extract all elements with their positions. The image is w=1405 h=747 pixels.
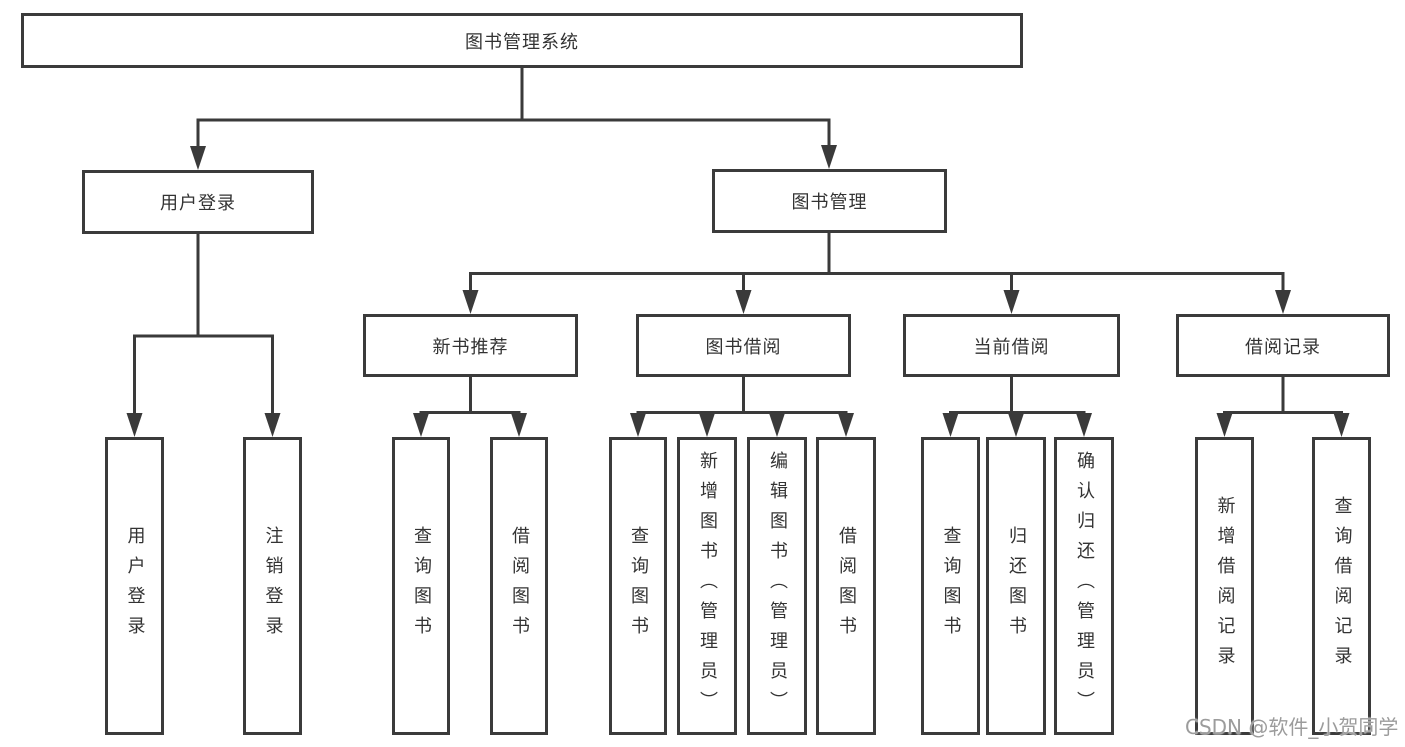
node-label: 用户登录: [124, 526, 146, 646]
node-label: 确认归还（管理员）: [1074, 451, 1095, 721]
node-label: 借阅记录: [1245, 336, 1321, 358]
node-borrowing-records: 借阅记录: [1176, 314, 1390, 377]
node-query-borrow-record: 查询借阅记录: [1312, 437, 1371, 735]
arrow-down-icon: [413, 413, 429, 437]
arrow-down-icon: [1333, 413, 1350, 437]
node-logout: 注销登录: [243, 437, 302, 735]
node-return-book: 归还图书: [986, 437, 1046, 735]
arrow-down-icon: [821, 145, 837, 169]
arrow-down-icon: [1008, 413, 1024, 437]
node-label: 借阅图书: [509, 526, 530, 646]
node-query-books-current: 查询图书: [921, 437, 980, 735]
node-edit-book-admin: 编辑图书（管理员）: [747, 437, 807, 735]
node-book-borrowing: 图书借阅: [636, 314, 851, 377]
node-book-management: 图书管理: [712, 169, 947, 233]
csdn-watermark: CSDN @软件_小贺同学: [1185, 715, 1399, 739]
node-query-books-borrowing: 查询图书: [609, 437, 667, 735]
arrow-down-icon: [1003, 290, 1020, 314]
arrow-down-icon: [838, 413, 854, 437]
node-add-borrow-record: 新增借阅记录: [1195, 437, 1254, 735]
arrow-down-icon: [511, 413, 527, 437]
node-user-login: 用户登录: [82, 170, 314, 234]
arrow-down-icon: [190, 146, 206, 170]
arrow-down-icon: [1216, 413, 1233, 437]
node-label: 新书推荐: [432, 336, 509, 358]
node-current-borrowing: 当前借阅: [903, 314, 1120, 377]
node-label: 图书管理系统: [465, 31, 579, 53]
node-label: 图书借阅: [705, 336, 782, 358]
arrow-down-icon: [1076, 413, 1092, 437]
node-label: 图书管理: [791, 192, 868, 213]
arrow-down-icon: [735, 290, 752, 314]
node-label: 查询图书: [411, 526, 432, 646]
node-label: 注销登录: [262, 526, 284, 646]
node-label: 查询图书: [940, 526, 962, 646]
arrow-down-icon: [699, 413, 715, 437]
arrow-down-icon: [630, 413, 646, 437]
node-label: 新增图书（管理员）: [697, 451, 718, 721]
node-borrow-books-recommend: 借阅图书: [490, 437, 548, 735]
node-label: 当前借阅: [973, 336, 1050, 358]
node-query-books-recommend: 查询图书: [392, 437, 450, 735]
node-label: 归还图书: [1006, 526, 1027, 646]
node-add-book-admin: 新增图书（管理员）: [677, 437, 737, 735]
arrow-down-icon: [126, 413, 143, 437]
node-label: 借阅图书: [836, 526, 857, 646]
node-label: 编辑图书（管理员）: [767, 451, 788, 721]
arrow-down-icon: [942, 413, 959, 437]
node-user-login-leaf: 用户登录: [105, 437, 164, 735]
arrow-down-icon: [1275, 290, 1291, 314]
node-borrow-books-borrowing: 借阅图书: [816, 437, 876, 735]
arrow-down-icon: [769, 413, 785, 437]
node-label: 用户登录: [160, 193, 236, 214]
arrow-down-icon: [264, 413, 281, 437]
node-label: 查询图书: [628, 526, 649, 646]
node-new-book-recommendation: 新书推荐: [363, 314, 578, 377]
node-label: 新增借阅记录: [1214, 496, 1236, 676]
node-library-management-system: 图书管理系统: [21, 13, 1023, 68]
node-confirm-return-admin: 确认归还（管理员）: [1054, 437, 1114, 735]
arrow-down-icon: [462, 290, 479, 314]
node-label: 查询借阅记录: [1331, 496, 1353, 676]
